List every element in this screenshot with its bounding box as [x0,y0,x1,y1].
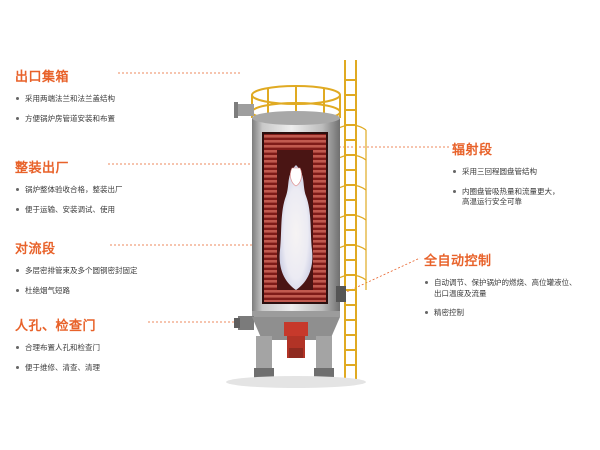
feature-bullet: 多层密排管束及多个圆钢密封固定 [15,266,138,277]
feature-bullet: 便于运输、安装调试、使用 [15,205,123,216]
flame [279,165,313,290]
feature-bullet: 自动调节、保护锅炉的燃烧、高位罐液位、出口温度及流量 [424,278,577,299]
feature-title: 整装出厂 [15,161,70,176]
feature-bullet: 方便锅炉房管道安装和布置 [15,114,115,125]
leader-lines [108,72,450,323]
feature-radiant-section: 辐射段 采用三回程圆盘管结构 内圈盘管吸热量和流量更大，高温运行安全可靠 [452,139,560,217]
leader-auto-control [339,257,421,296]
control-box [336,286,346,302]
ladder [344,60,357,380]
feature-skid-mounted: 整装出厂 锅炉整体验收合格，整装出厂 便于运输、安装调试、使用 [15,157,123,224]
feature-title: 对流段 [15,242,56,257]
feature-bullet: 锅炉整体验收合格，整装出厂 [15,185,123,196]
feature-bullet: 杜绝烟气短路 [15,286,138,297]
outlet-header-nozzle [234,102,254,118]
flame-tip [290,167,302,187]
feature-title: 人孔、检查门 [15,319,97,334]
feature-bullet: 合理布置人孔和检查门 [15,343,100,354]
feature-outlet-header: 出口集箱 采用两端法兰和法兰盖结构 方便锅炉房管道安装和布置 [15,66,115,133]
feature-convection-section: 对流段 多层密排管束及多个圆钢密封固定 杜绝烟气短路 [15,238,138,305]
feature-bullet: 内圈盘管吸热量和流量更大，高温运行安全可靠 [452,187,560,208]
feature-bullet: 采用三回程圆盘管结构 [452,167,560,178]
ground-shadow [226,376,366,388]
feature-bullet: 采用两端法兰和法兰盖结构 [15,94,115,105]
burner [284,322,308,358]
feature-manhole: 人孔、检查门 合理布置人孔和检查门 便于维修、清查、清理 [15,315,100,382]
feature-bullet: 便于维修、清查、清理 [15,363,100,374]
feature-title: 出口集箱 [15,70,70,85]
feature-title: 全自动控制 [424,254,492,269]
manhole [234,316,254,330]
feature-title: 辐射段 [452,143,493,158]
feature-bullet: 精密控制 [424,308,577,319]
feature-auto-control: 全自动控制 自动调节、保护锅炉的燃烧、高位罐液位、出口温度及流量 精密控制 [424,250,577,328]
